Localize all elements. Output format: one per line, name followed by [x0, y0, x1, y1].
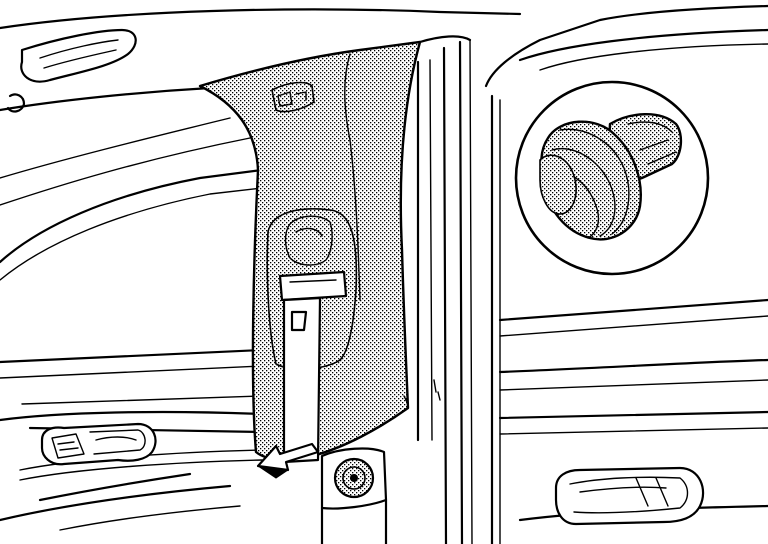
seat-belt-webbing — [278, 270, 348, 464]
front-door-window-frame — [0, 168, 264, 405]
front-door-trim — [0, 410, 264, 531]
rear-door-inner-handle — [554, 466, 705, 526]
b-pillar-body — [403, 4, 768, 544]
front-door-inner-handle — [40, 422, 157, 466]
trim-clip-detail-callout — [514, 80, 710, 276]
lower-anchor-bolt — [333, 457, 375, 499]
assist-grip — [6, 28, 137, 113]
removal-direction-arrow — [256, 442, 320, 479]
